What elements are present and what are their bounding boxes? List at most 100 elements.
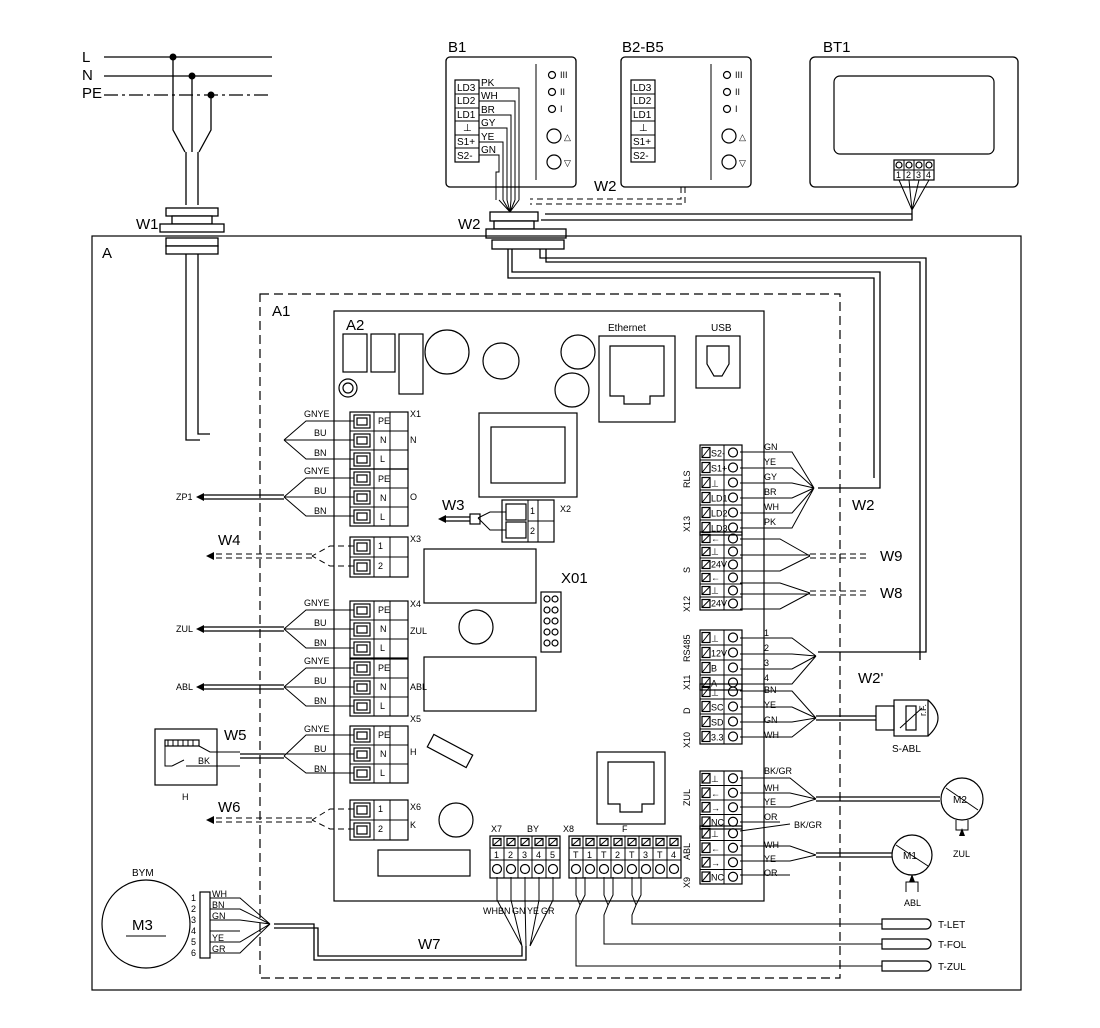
terminal-screw[interactable]	[570, 863, 582, 875]
terminal-screw[interactable]	[727, 546, 739, 557]
svg-text:BY: BY	[527, 824, 539, 834]
usb-port[interactable]: USB	[695, 323, 741, 389]
terminal-screw[interactable]	[727, 842, 739, 853]
svg-text:X1: X1	[410, 409, 421, 419]
terminal-screw[interactable]	[727, 559, 739, 570]
terminal-screw[interactable]	[727, 871, 739, 882]
header-pin	[543, 606, 551, 614]
terminal-screw[interactable]	[640, 863, 652, 875]
screw-terminal[interactable]	[353, 622, 371, 637]
screw-terminal[interactable]	[353, 822, 371, 838]
svg-text:X8: X8	[563, 824, 574, 834]
svg-text:GNYE: GNYE	[304, 409, 330, 419]
terminal-screw[interactable]	[727, 585, 739, 596]
screw-terminal[interactable]	[353, 471, 371, 486]
svg-text:ABL: ABL	[682, 843, 692, 860]
svg-text:S-ABL: S-ABL	[892, 744, 921, 755]
svg-text:WH: WH	[764, 730, 779, 740]
svg-text:ZUL: ZUL	[176, 624, 193, 634]
svg-text:ABL: ABL	[904, 898, 921, 908]
svg-text:L: L	[380, 768, 385, 778]
terminal-screw[interactable]	[727, 701, 739, 712]
screw-terminal[interactable]	[353, 559, 371, 575]
terminal-screw[interactable]	[727, 802, 739, 813]
svg-text:X9: X9	[682, 877, 692, 888]
terminal-screw[interactable]	[547, 863, 559, 875]
screw-terminal[interactable]	[353, 433, 371, 448]
terminal-screw[interactable]	[727, 857, 739, 868]
terminal-screw[interactable]	[727, 522, 739, 533]
bottom-pin-label: 4	[671, 850, 676, 860]
screw-terminal[interactable]	[353, 680, 371, 695]
svg-text:LD3: LD3	[633, 83, 652, 94]
screw-terminal[interactable]	[353, 452, 371, 467]
terminal-screw[interactable]	[727, 598, 739, 609]
block-x3: X3 1 2 W4	[206, 532, 421, 571]
terminal-screw[interactable]	[727, 773, 739, 784]
terminal-screw[interactable]	[727, 716, 739, 727]
terminal-screw[interactable]	[727, 492, 739, 503]
svg-text:GNYE: GNYE	[304, 724, 330, 734]
terminal-screw[interactable]	[727, 572, 739, 583]
screw-terminal[interactable]	[353, 539, 371, 555]
screw-terminal[interactable]	[353, 661, 371, 676]
ethernet-port[interactable]: Ethernet	[598, 323, 676, 423]
terminal-screw[interactable]	[727, 462, 739, 473]
block-x1-o: O GNYE BU BN PE N L ZP1	[176, 466, 417, 522]
header-pin	[543, 628, 551, 636]
svg-text:X4: X4	[410, 599, 421, 609]
screw-terminal[interactable]	[353, 747, 371, 762]
terminal-screw[interactable]	[505, 863, 517, 875]
screw-terminal[interactable]	[353, 766, 371, 781]
svg-text:WH: WH	[212, 889, 227, 899]
screw-terminal[interactable]	[353, 490, 371, 505]
svg-text:WH: WH	[481, 91, 498, 102]
b1-down-button[interactable]	[546, 154, 562, 170]
terminal-screw[interactable]	[727, 647, 739, 658]
terminal-screw[interactable]	[727, 447, 739, 458]
svg-text:N: N	[380, 493, 387, 503]
motor-m2: M2 ZUL	[940, 777, 984, 859]
screw-terminal[interactable]	[353, 603, 371, 618]
terminal-screw[interactable]	[491, 863, 503, 875]
terminal-screw[interactable]	[612, 863, 624, 875]
screw-terminal[interactable]	[353, 699, 371, 714]
b1-up-button[interactable]	[546, 128, 562, 144]
screw-terminal[interactable]	[353, 509, 371, 524]
device-bt1-title: BT1	[823, 39, 851, 56]
b2-up-button[interactable]	[721, 128, 737, 144]
screw-terminal[interactable]	[353, 414, 371, 429]
terminal-screw[interactable]	[584, 863, 596, 875]
terminal-screw[interactable]	[727, 632, 739, 643]
terminal-screw[interactable]	[727, 686, 739, 697]
screw-terminal[interactable]	[353, 641, 371, 656]
block-x7: X7 BY WH BN GN YE GR W7	[274, 824, 555, 961]
terminal-pin-label: B	[711, 664, 717, 674]
terminal-screw[interactable]	[727, 677, 739, 688]
terminal-screw[interactable]	[626, 863, 638, 875]
terminal-screw[interactable]	[727, 828, 739, 839]
terminal-screw[interactable]	[519, 863, 531, 875]
svg-text:S1+: S1+	[457, 137, 475, 148]
screw-terminal[interactable]	[353, 728, 371, 743]
svg-text:YE: YE	[481, 132, 495, 143]
b2-down-button[interactable]	[721, 154, 737, 170]
terminal-screw[interactable]	[533, 863, 545, 875]
screw-terminal[interactable]	[353, 802, 371, 818]
terminal-screw[interactable]	[727, 533, 739, 544]
terminal-screw[interactable]	[727, 731, 739, 742]
svg-text:GN: GN	[512, 906, 526, 916]
rj-socket[interactable]	[596, 751, 666, 825]
terminal-screw[interactable]	[727, 787, 739, 798]
svg-text:W6: W6	[218, 799, 241, 816]
terminal-screw[interactable]	[727, 816, 739, 827]
svg-text:ZP1: ZP1	[176, 492, 193, 502]
sensor-s-abl: r.F. S-ABL	[875, 699, 939, 755]
terminal-screw[interactable]	[727, 662, 739, 673]
terminal-screw[interactable]	[727, 507, 739, 518]
terminal-screw[interactable]	[654, 863, 666, 875]
terminal-screw[interactable]	[668, 863, 680, 875]
terminal-screw[interactable]	[598, 863, 610, 875]
terminal-screw[interactable]	[727, 477, 739, 488]
